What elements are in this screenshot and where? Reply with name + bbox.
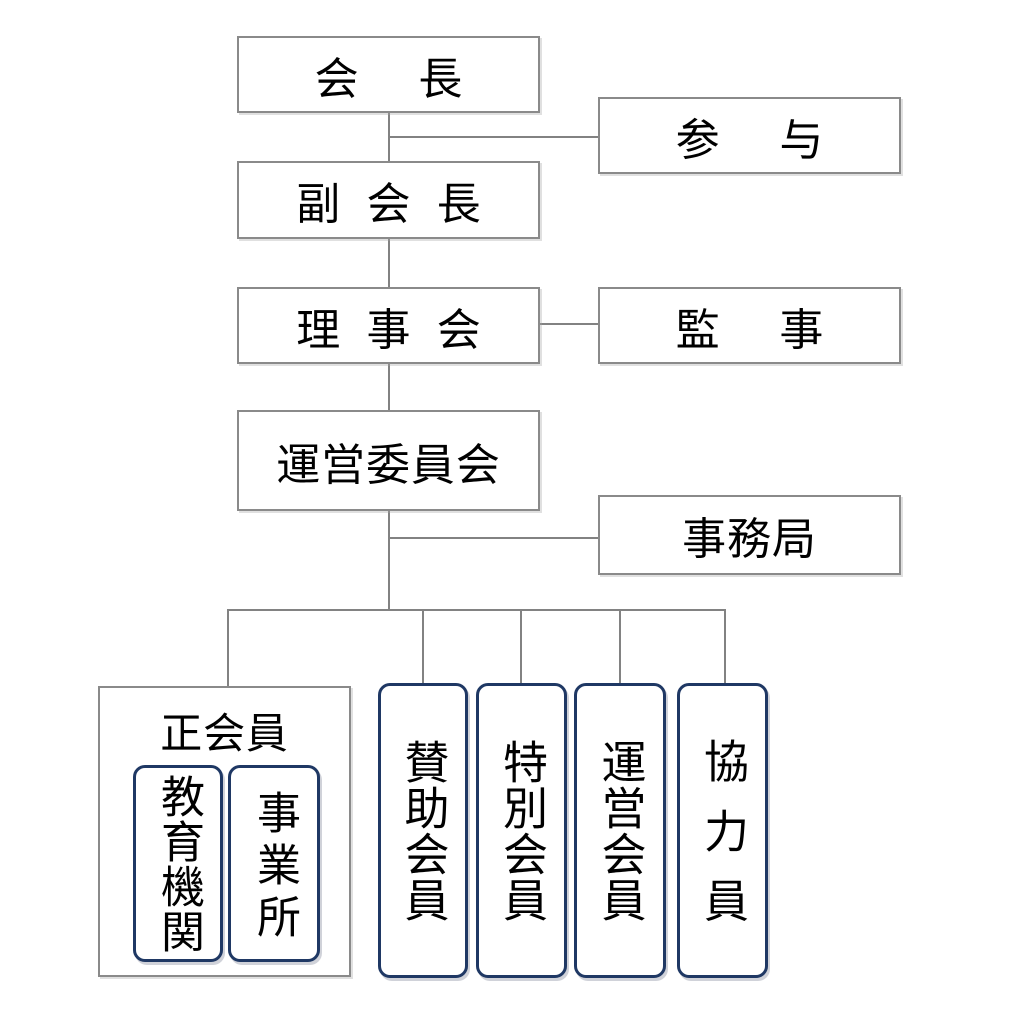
node-secretariat: 事務局 — [598, 495, 901, 575]
node-supporting-members: 賛助会員 — [378, 683, 468, 978]
node-operating-members-label: 運営会員 — [594, 738, 646, 923]
node-chairman: 会 長 — [237, 36, 540, 113]
node-cooperators-label: 協力員 — [697, 738, 748, 948]
node-supporting-members-label: 賛助会員 — [397, 738, 449, 923]
node-vice-chairman-label: 副 会 長 — [296, 180, 488, 229]
node-regular-members-group: 正会員 教育機関 事業所 — [98, 686, 351, 977]
connector-board-auditor — [539, 323, 599, 325]
node-special-members: 特別会員 — [476, 683, 567, 978]
connector-drop-operating-members — [619, 609, 621, 684]
connector-members-distribution — [227, 609, 726, 611]
node-regular-members-label: 正会員 — [160, 710, 289, 757]
connector-drop-cooperators — [724, 609, 726, 684]
connector-vice-chairman-board — [388, 238, 390, 288]
node-board-of-directors: 理 事 会 — [237, 287, 540, 364]
node-advisor: 参 与 — [598, 97, 901, 174]
connector-board-steering — [388, 363, 390, 411]
node-business-offices-label: 事業所 — [250, 789, 299, 946]
node-board-label: 理 事 会 — [296, 305, 488, 355]
node-steering-committee-label: 運営委員会 — [276, 440, 501, 490]
connector-drop-supporting-members — [422, 609, 424, 684]
node-operating-members: 運営会員 — [574, 683, 666, 978]
node-cooperators: 協力員 — [677, 683, 768, 978]
connector-advisor-branch — [388, 136, 599, 138]
node-vice-chairman: 副 会 長 — [237, 161, 540, 239]
connector-drop-regular-members — [227, 609, 229, 687]
node-business-offices: 事業所 — [228, 765, 320, 962]
node-educational-institutions-label: 教育機関 — [154, 773, 203, 954]
connector-secretariat-branch — [388, 537, 599, 539]
node-special-members-label: 特別会員 — [496, 738, 547, 923]
connector-steering-members — [388, 510, 390, 611]
node-steering-committee: 運営委員会 — [237, 410, 540, 511]
connector-drop-special-members — [520, 609, 522, 684]
node-advisor-label: 参 与 — [675, 115, 832, 165]
node-educational-institutions: 教育機関 — [133, 765, 223, 962]
node-chairman-label: 会 長 — [314, 54, 471, 104]
node-auditor: 監 事 — [598, 287, 901, 364]
node-auditor-label: 監 事 — [675, 305, 832, 355]
node-secretariat-label: 事務局 — [682, 515, 817, 564]
